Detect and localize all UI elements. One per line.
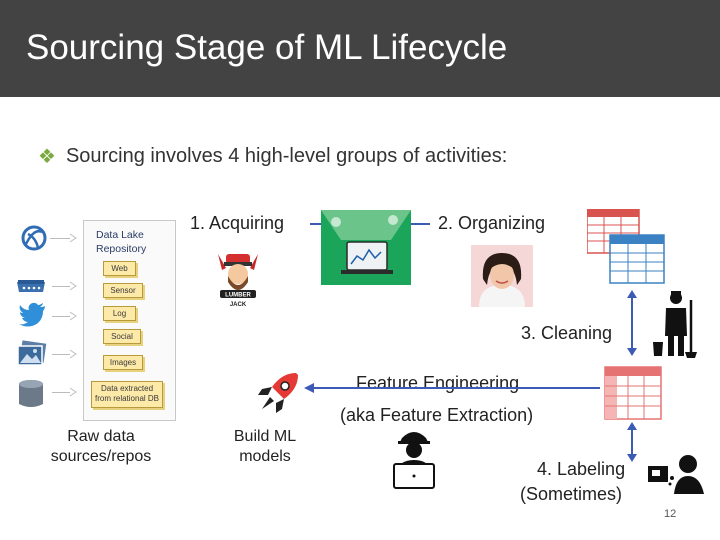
- organizing-label: 2. Organizing: [438, 213, 546, 233]
- twitter-icon: [19, 302, 45, 327]
- arrow-feature-engineering: [304, 383, 600, 393]
- source-connector: [50, 238, 70, 239]
- page-number: 12: [664, 508, 677, 520]
- build-models-line1: Build ML: [233, 428, 297, 445]
- build-models-label: Build ML models: [224, 427, 306, 467]
- data-lake-repository: Data Lake Repository Web Sensor Log Soci…: [83, 220, 176, 421]
- labeling-sometimes-label: (Sometimes): [520, 484, 623, 504]
- raw-data-line2: sources/repos: [50, 448, 152, 465]
- chip-images: Images: [103, 355, 143, 370]
- database-icon: [19, 380, 43, 407]
- build-models-line2: models: [239, 448, 291, 465]
- laptop-data-icon: [321, 210, 411, 285]
- bullet-text: Sourcing involves 4 high-level groups of…: [65, 145, 508, 167]
- chip-log: Log: [103, 306, 136, 321]
- chip-relational-db: Data extracted from relational DB: [91, 381, 163, 408]
- acquiring-label: 1. Acquiring: [190, 213, 285, 233]
- title-bar: Sourcing Stage of ML Lifecycle: [0, 0, 720, 97]
- arrow-organizing-cleaning: [627, 290, 637, 356]
- bullet-diamond-icon: ❖: [38, 145, 56, 168]
- source-connector: [52, 392, 70, 393]
- router-icon: [17, 280, 45, 292]
- chip-web: Web: [103, 261, 136, 276]
- repository-title-line2: Repository: [96, 242, 147, 255]
- bullet-row: ❖ Sourcing involves 4 high-level groups …: [38, 145, 507, 168]
- photo-icon: [17, 340, 47, 366]
- chip-relational-line1: Data extracted: [100, 384, 154, 393]
- raw-data-line1: Raw data: [67, 428, 135, 445]
- data-scientist-icon: [393, 432, 435, 489]
- source-connector: [52, 354, 70, 355]
- slide-title: Sourcing Stage of ML Lifecycle: [26, 28, 508, 67]
- feature-extraction-label: (aka Feature Extraction): [340, 405, 534, 425]
- labeler-icon: [648, 455, 704, 494]
- labeling-label: 4. Labeling: [537, 459, 626, 479]
- blue-table-icon: [609, 234, 665, 284]
- lumberjack-icon: LUMBER JACK: [218, 254, 258, 308]
- arrow-feature-labeling: [627, 422, 637, 462]
- janitor-icon: [653, 291, 697, 358]
- lumberjack-text-2: JACK: [230, 302, 247, 308]
- pink-table-icon: [604, 366, 662, 420]
- chip-social: Social: [103, 329, 141, 344]
- cleaning-label: 3. Cleaning: [521, 323, 613, 343]
- rocket-icon: [258, 373, 298, 413]
- web-icon: [21, 225, 47, 251]
- organizer-person-icon: [471, 245, 533, 307]
- chip-sensor: Sensor: [103, 283, 143, 298]
- chip-relational-line2: from relational DB: [94, 394, 160, 403]
- repository-title-line1: Data Lake: [96, 229, 144, 241]
- source-arrowheads: [69, 233, 77, 397]
- repository-title: Data Lake Repository: [96, 229, 146, 256]
- source-connector: [52, 316, 70, 317]
- lumberjack-text: LUMBER: [225, 293, 251, 299]
- raw-data-label: Raw data sources/repos: [42, 427, 160, 467]
- source-connector: [52, 286, 70, 287]
